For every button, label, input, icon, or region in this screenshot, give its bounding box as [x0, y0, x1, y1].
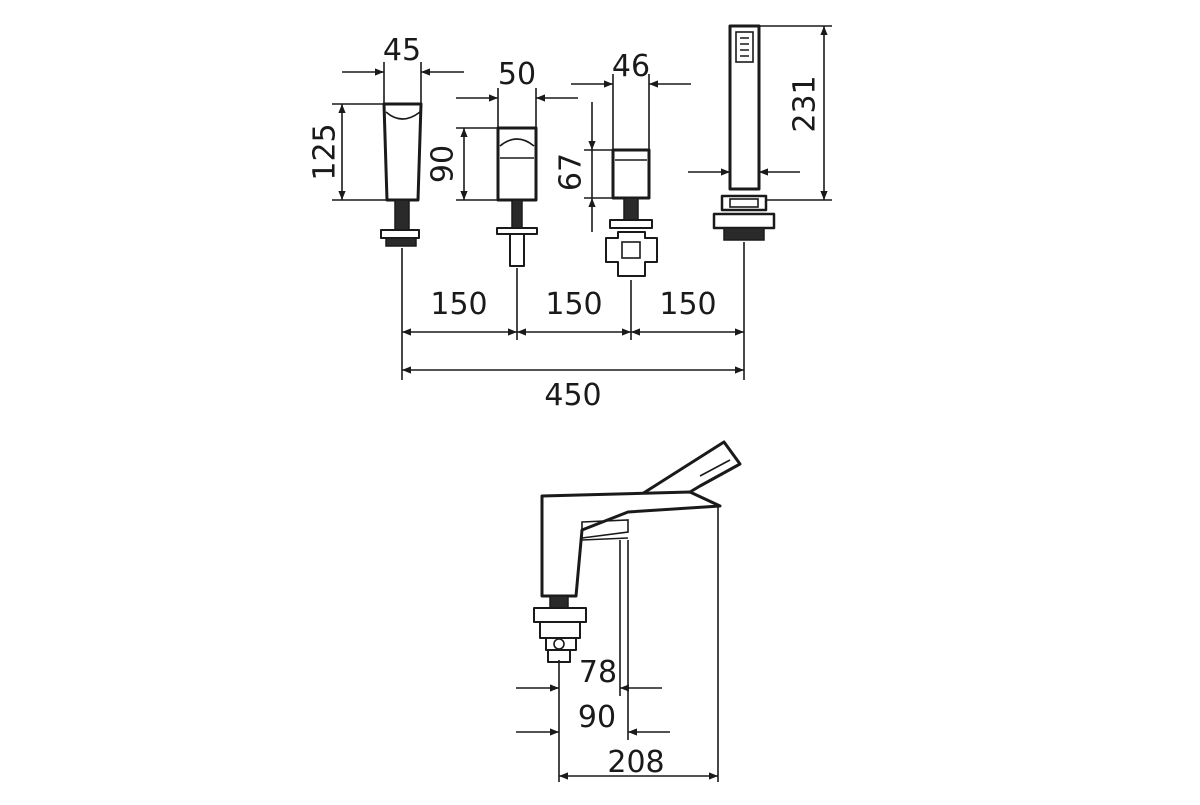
dim-spout-height: 125	[308, 103, 387, 201]
dim-handle2-width: 46	[571, 49, 691, 150]
dim-handle2-width-label: 46	[612, 49, 650, 84]
front-view: 45 125 50 90 4	[308, 24, 832, 413]
dim-shower-height-label: 231	[788, 75, 823, 132]
dim-spout-width-label: 45	[383, 33, 421, 68]
side-view-faucet-body	[533, 440, 742, 663]
dim-spacing-2-label: 150	[545, 287, 602, 322]
spout-component	[380, 102, 423, 247]
dim-spacing-1-label: 150	[430, 287, 487, 322]
mixer-handle-1	[496, 126, 538, 267]
dim-handle1-height-label: 90	[426, 145, 461, 183]
dim-handle1-width: 50	[456, 57, 578, 128]
dim-handle2-height-label: 67	[554, 153, 589, 191]
dim-handle1-height: 90	[426, 127, 498, 201]
side-view-dimensions: 78 90 208	[516, 506, 719, 782]
dim-spacing-3-label: 150	[659, 287, 716, 322]
dim-spout-width: 45	[342, 33, 464, 104]
dim-handle1-width-label: 50	[498, 57, 536, 92]
dim-reach-2-label: 90	[578, 700, 616, 735]
dim-reach-1-label: 78	[579, 655, 617, 690]
dim-total-spacing-label: 450	[544, 378, 601, 413]
hand-shower	[712, 24, 776, 241]
dim-handle2-height: 67	[554, 102, 613, 232]
dim-shower-height: 231	[688, 25, 832, 201]
dim-reach-total-label: 208	[607, 745, 664, 780]
side-view: 78 90 208	[516, 440, 742, 782]
dim-spacing: 150 150 150 450	[401, 242, 745, 413]
mixer-handle-2	[605, 148, 658, 277]
dim-spout-height-label: 125	[308, 123, 343, 180]
